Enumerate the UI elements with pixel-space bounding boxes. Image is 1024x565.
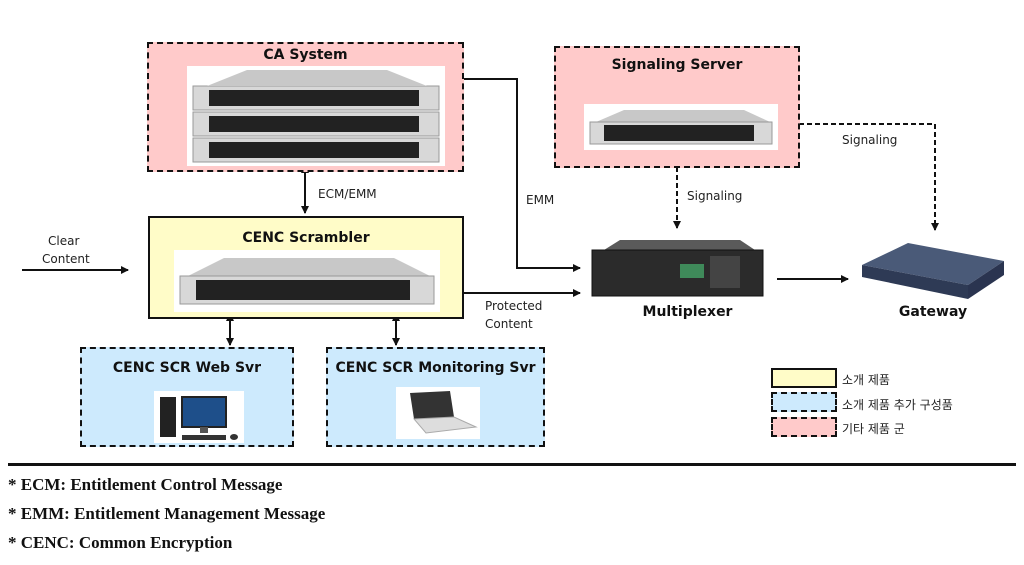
- monitoring-svr-node: CENC SCR Monitoring Svr: [326, 347, 545, 447]
- edge-label-protected-content-2: Content: [485, 317, 533, 331]
- note-ecm: * ECM: Entitlement Control Message: [8, 475, 283, 494]
- signaling-server-node: Signaling Server: [554, 46, 800, 168]
- rack-server-icon: [584, 104, 778, 150]
- edge-label-clear-content-1: Clear: [48, 234, 80, 248]
- rack-server-stack-icon: [187, 66, 445, 166]
- legend-swatch-addon-component: [771, 392, 837, 412]
- legend-label-intro-product: 소개 제품: [842, 373, 890, 387]
- edge-emm: [464, 78, 581, 272]
- divider-rule: [8, 463, 1016, 466]
- web-svr-title: CENC SCR Web Svr: [112, 360, 262, 376]
- monitoring-svr-title: CENC SCR Monitoring Svr: [335, 360, 536, 376]
- gateway-device-icon: [858, 235, 1008, 303]
- note-cenc: * CENC: Common Encryption: [8, 533, 233, 552]
- legend-label-addon-component: 소개 제품 추가 구성품: [842, 398, 953, 412]
- signaling-server-title: Signaling Server: [611, 57, 743, 73]
- desktop-pc-icon: [154, 391, 244, 443]
- laptop-icon: [396, 387, 480, 439]
- edge-signaling-gw: [799, 123, 939, 231]
- legend-label-other-products: 기타 제품 군: [842, 422, 905, 436]
- edge-label-clear-content-2: Content: [42, 252, 90, 266]
- multiplexer-label: Multiplexer: [642, 304, 733, 320]
- legend-swatch-intro-product: [771, 368, 837, 388]
- multiplexer-device-icon: [590, 240, 765, 302]
- edge-label-protected-content-1: Protected: [485, 299, 543, 313]
- edge-label-signaling-gw: Signaling: [842, 133, 898, 147]
- ca-system-title: CA System: [263, 47, 348, 63]
- gateway-label: Gateway: [898, 304, 968, 320]
- edge-label-ecm-emm: ECM/EMM: [318, 187, 377, 201]
- cenc-scrambler-node: CENC Scrambler: [148, 216, 464, 319]
- rack-server-icon: [174, 250, 440, 312]
- note-emm: * EMM: Entitlement Management Message: [8, 504, 326, 523]
- legend-swatch-other-products: [771, 417, 837, 437]
- web-svr-node: CENC SCR Web Svr: [80, 347, 294, 447]
- edge-label-emm: EMM: [526, 193, 555, 207]
- ca-system-node: CA System: [147, 42, 464, 172]
- cenc-scrambler-title: CENC Scrambler: [242, 230, 370, 246]
- edge-label-signaling-mux: Signaling: [687, 189, 743, 203]
